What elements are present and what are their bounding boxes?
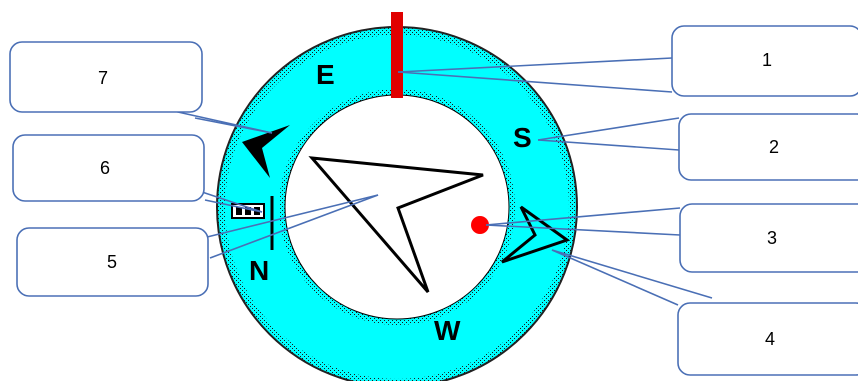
callout-7-label: 7 (98, 68, 108, 88)
direction-west: W (434, 315, 461, 346)
callout-6: 6 (13, 135, 204, 201)
callout-3-label: 3 (767, 228, 777, 248)
direction-north: N (249, 255, 269, 286)
direction-east: E (316, 59, 335, 90)
callout-5: 5 (17, 228, 208, 296)
callout-4: 4 (678, 303, 858, 375)
direction-south: S (513, 122, 532, 153)
callout-2: 2 (679, 114, 858, 180)
callout-3: 3 (680, 204, 858, 272)
callout-5-label: 5 (107, 252, 117, 272)
callout-7: 7 (10, 42, 202, 112)
callout-6-label: 6 (100, 158, 110, 178)
callout-1-label: 1 (762, 50, 772, 70)
callout-4-label: 4 (765, 329, 775, 349)
callout-2-label: 2 (769, 137, 779, 157)
callout-1: 1 (672, 26, 858, 96)
heading-marker (391, 12, 403, 98)
